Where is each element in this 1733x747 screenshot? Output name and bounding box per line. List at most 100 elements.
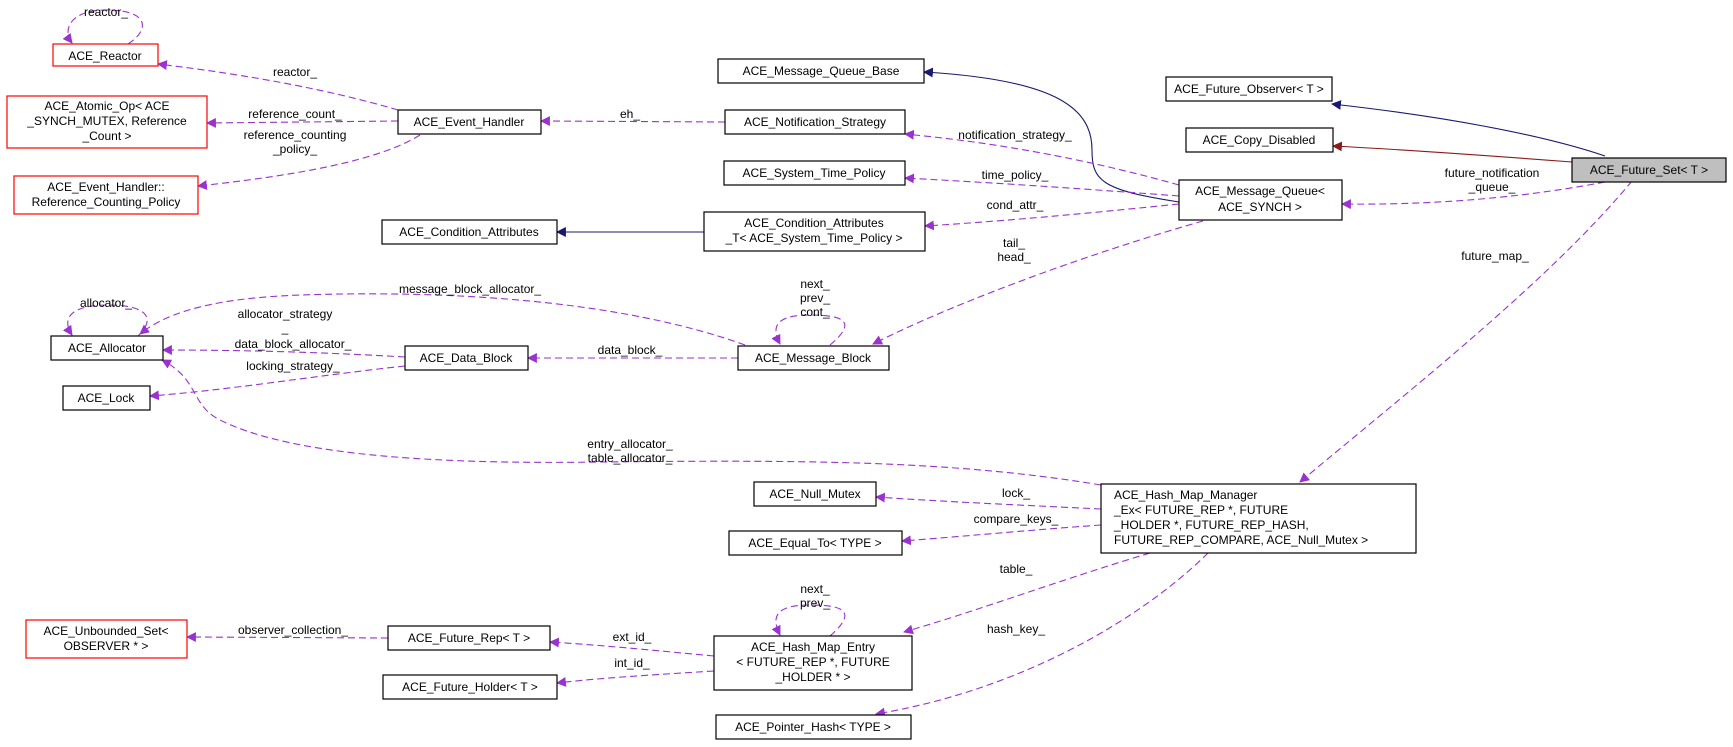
node-ace-future-holder[interactable]: ACE_Future_Holder< T > bbox=[382, 674, 558, 700]
svg-text:ACE_Condition_Attributes_T< AC: ACE_Condition_Attributes_T< ACE_System_T… bbox=[725, 216, 903, 245]
edge-entry-self bbox=[771, 604, 846, 637]
node-ace-message-block[interactable]: ACE_Message_Block bbox=[737, 345, 890, 371]
svg-text:ACE_Atomic_Op< ACE_SYNCH_MUTEX: ACE_Atomic_Op< ACE_SYNCH_MUTEX, Referenc… bbox=[26, 99, 187, 143]
node-ace-hash-map-entry[interactable]: ACE_Hash_Map_Entry< FUTURE_REP *, FUTURE… bbox=[713, 635, 913, 691]
edge-ext-id bbox=[549, 637, 715, 657]
node-ace-equal-to[interactable]: ACE_Equal_To< TYPE > bbox=[728, 530, 903, 556]
node-ace-atomic-op[interactable]: ACE_Atomic_Op< ACE_SYNCH_MUTEX, Referenc… bbox=[6, 95, 208, 149]
edge-reactor bbox=[157, 60, 399, 111]
node-ace-lock[interactable]: ACE_Lock bbox=[62, 385, 151, 411]
edge-cond-attr bbox=[924, 203, 1180, 231]
edge-label-entry-self: next_prev_ bbox=[800, 582, 830, 610]
svg-text:ACE_Event_Handler::Reference_C: ACE_Event_Handler::Reference_Counting_Po… bbox=[32, 180, 181, 209]
node-ace-copy-disabled[interactable]: ACE_Copy_Disabled bbox=[1185, 127, 1334, 153]
edge-notification-strategy bbox=[904, 129, 1180, 186]
edge-reference-counting-policy bbox=[197, 134, 421, 190]
node-ace-allocator[interactable]: ACE_Allocator bbox=[50, 335, 164, 361]
edge-label-data-block: data_block_ bbox=[598, 343, 663, 357]
edge-future-map bbox=[1299, 180, 1633, 483]
edge-reactor-self bbox=[62, 9, 143, 45]
svg-text:ACE_Allocator: ACE_Allocator bbox=[68, 341, 146, 355]
svg-text:ACE_System_Time_Policy: ACE_System_Time_Policy bbox=[743, 166, 886, 180]
node-ace-reactor[interactable]: ACE_Reactor bbox=[52, 43, 159, 67]
edge-label-message-block-allocator: message_block_allocator_ bbox=[399, 282, 541, 296]
edge-label-compare-keys: compare_keys_ bbox=[974, 512, 1059, 526]
edge-label-future-map: future_map_ bbox=[1461, 249, 1529, 263]
node-ace-condition-attributes-t[interactable]: ACE_Condition_Attributes_T< ACE_System_T… bbox=[703, 211, 926, 252]
edge-label-tail-head: tail_head_ bbox=[997, 236, 1031, 264]
node-ace-message-queue[interactable]: ACE_Message_Queue<ACE_SYNCH > bbox=[1178, 179, 1343, 221]
svg-text:ACE_Future_Observer< T >: ACE_Future_Observer< T > bbox=[1174, 82, 1324, 96]
edge-hash-key bbox=[875, 552, 1209, 718]
node-ace-future-observer[interactable]: ACE_Future_Observer< T > bbox=[1165, 76, 1333, 102]
node-ace-future-set[interactable]: ACE_Future_Set< T > bbox=[1571, 157, 1727, 183]
edge-label-notification-strategy: notification_strategy_ bbox=[958, 128, 1072, 142]
edge-label-hash-key: hash_key_ bbox=[987, 622, 1045, 636]
svg-text:ACE_Null_Mutex: ACE_Null_Mutex bbox=[769, 487, 860, 501]
edge-labels: reactor_ reactor_ reference_count_ refer… bbox=[80, 5, 1539, 670]
node-ace-hash-map-manager[interactable]: ACE_Hash_Map_Manager_Ex< FUTURE_REP *, F… bbox=[1100, 483, 1417, 554]
node-ace-notification-strategy[interactable]: ACE_Notification_Strategy bbox=[724, 109, 906, 135]
edge-locking-strategy bbox=[149, 365, 406, 401]
svg-text:ACE_Condition_Attributes: ACE_Condition_Attributes bbox=[399, 225, 538, 239]
edge-entry-table-allocator bbox=[161, 359, 1102, 486]
edge-allocator-self bbox=[62, 304, 148, 337]
svg-text:ACE_Message_Queue_Base: ACE_Message_Queue_Base bbox=[743, 64, 900, 78]
edge-label-reactor-self: reactor_ bbox=[84, 5, 128, 19]
svg-text:ACE_Future_Set< T >: ACE_Future_Set< T > bbox=[1590, 163, 1708, 177]
edge-tail-head bbox=[872, 220, 1204, 345]
node-ace-condition-attributes[interactable]: ACE_Condition_Attributes bbox=[381, 219, 558, 245]
svg-text:ACE_Notification_Strategy: ACE_Notification_Strategy bbox=[744, 115, 886, 129]
edge-future-notification-queue bbox=[1341, 181, 1606, 210]
edge-table bbox=[903, 552, 1151, 635]
svg-text:ACE_Data_Block: ACE_Data_Block bbox=[420, 351, 514, 365]
svg-text:ACE_Event_Handler: ACE_Event_Handler bbox=[414, 115, 525, 129]
edges bbox=[62, 9, 1633, 718]
edge-observer-collection bbox=[186, 632, 389, 642]
svg-text:ACE_Message_Block: ACE_Message_Block bbox=[755, 351, 872, 365]
node-ace-future-rep[interactable]: ACE_Future_Rep< T > bbox=[387, 625, 551, 651]
svg-text:ACE_Future_Holder< T >: ACE_Future_Holder< T > bbox=[402, 680, 538, 694]
edge-lock bbox=[875, 492, 1102, 510]
edge-label-reference-count: reference_count_ bbox=[248, 107, 342, 121]
edge-inherit-future-observer bbox=[1331, 100, 1606, 157]
node-ace-unbounded-set[interactable]: ACE_Unbounded_Set<OBSERVER * > bbox=[25, 619, 188, 659]
edge-reference-count bbox=[206, 117, 399, 128]
svg-text:ACE_Equal_To< TYPE >: ACE_Equal_To< TYPE > bbox=[748, 536, 881, 550]
edge-label-reference-counting-policy: reference_counting_policy_ bbox=[244, 128, 347, 156]
node-ace-event-handler[interactable]: ACE_Event_Handler bbox=[397, 109, 542, 135]
svg-text:ACE_Reactor: ACE_Reactor bbox=[68, 49, 141, 63]
nodes: ACE_Reactor ACE_Atomic_Op< ACE_SYNCH_MUT… bbox=[6, 43, 1727, 740]
svg-text:ACE_Future_Rep< T >: ACE_Future_Rep< T > bbox=[408, 631, 530, 645]
edge-label-entry-table-allocator: entry_allocator_table_allocator_ bbox=[587, 437, 673, 465]
node-ace-null-mutex[interactable]: ACE_Null_Mutex bbox=[753, 481, 877, 507]
edge-label-lock: lock_ bbox=[1002, 486, 1030, 500]
node-ace-system-time-policy[interactable]: ACE_System_Time_Policy bbox=[723, 160, 906, 186]
svg-text:ACE_Hash_Map_Entry< FUTURE_REP: ACE_Hash_Map_Entry< FUTURE_REP *, FUTURE… bbox=[736, 640, 889, 684]
edge-eh bbox=[540, 116, 726, 126]
svg-text:ACE_Lock: ACE_Lock bbox=[78, 391, 136, 405]
edge-message-block-allocator bbox=[139, 293, 746, 346]
edge-label-observer-collection: observer_collection_ bbox=[238, 623, 348, 637]
edge-label-future-notification-queue: future_notification_queue_ bbox=[1445, 166, 1540, 194]
svg-text:ACE_Copy_Disabled: ACE_Copy_Disabled bbox=[1203, 133, 1316, 147]
node-ace-data-block[interactable]: ACE_Data_Block bbox=[404, 345, 529, 371]
node-ace-event-handler-reference-counting-policy[interactable]: ACE_Event_Handler::Reference_Counting_Po… bbox=[13, 175, 199, 215]
edge-label-time-policy: time_policy_ bbox=[982, 168, 1049, 182]
edge-inherit-copy-disabled bbox=[1332, 141, 1573, 163]
edge-data-block-allocator bbox=[162, 345, 406, 358]
node-ace-message-queue-base[interactable]: ACE_Message_Queue_Base bbox=[717, 58, 925, 84]
edge-label-allocator-self: allocator_ bbox=[80, 296, 132, 310]
svg-text:ACE_Hash_Map_Manager_Ex< FUTUR: ACE_Hash_Map_Manager_Ex< FUTURE_REP *, F… bbox=[1113, 488, 1368, 547]
edge-label-locking-strategy: locking_strategy_ bbox=[246, 359, 340, 373]
svg-text:ACE_Unbounded_Set<OBSERVER * >: ACE_Unbounded_Set<OBSERVER * > bbox=[43, 624, 168, 653]
edge-time-policy bbox=[904, 173, 1180, 197]
edge-label-table: table_ bbox=[1000, 562, 1033, 576]
edge-label-eh: eh_ bbox=[620, 107, 640, 121]
edge-compare-keys bbox=[901, 524, 1102, 546]
edge-label-reactor: reactor_ bbox=[273, 65, 317, 79]
node-ace-pointer-hash[interactable]: ACE_Pointer_Hash< TYPE > bbox=[715, 714, 912, 740]
edge-inherit-mq-base bbox=[923, 67, 1180, 203]
svg-text:ACE_Pointer_Hash< TYPE >: ACE_Pointer_Hash< TYPE > bbox=[735, 720, 891, 734]
